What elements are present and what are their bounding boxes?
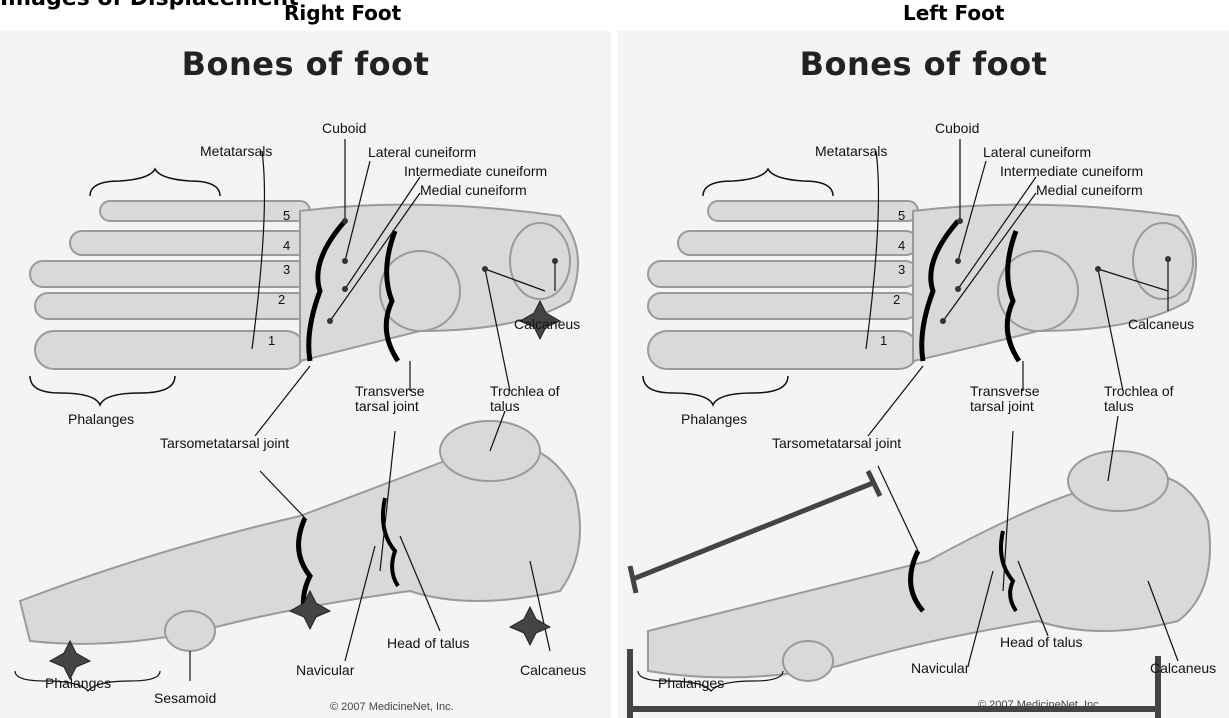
right-foot-illustration xyxy=(0,31,611,718)
label-metatarsals: Metatarsals xyxy=(815,144,887,159)
left-foot-panel: Bones of foot xyxy=(618,31,1229,718)
label-medial-cuneiform: Medial cuneiform xyxy=(420,183,527,198)
metatarsal-number: 1 xyxy=(880,333,887,348)
label-head-of-talus: Head of talus xyxy=(387,636,470,651)
label-metatarsals: Metatarsals xyxy=(200,144,272,159)
label-head-of-talus: Head of talus xyxy=(1000,635,1083,650)
metatarsal-number: 2 xyxy=(278,292,285,307)
right-foot-heading: Right Foot xyxy=(284,1,401,25)
metatarsal-number: 4 xyxy=(898,238,905,253)
label-phalanges-bottom: Phalanges xyxy=(658,676,724,691)
right-foot-panel: Bones of foot xyxy=(0,31,611,718)
label-tarsometatarsal: Tarsometatarsal joint xyxy=(772,436,901,451)
label-cuboid: Cuboid xyxy=(322,121,366,136)
label-phalanges-top: Phalanges xyxy=(681,412,747,427)
label-calcaneus-top: Calcaneus xyxy=(514,317,580,332)
label-navicular: Navicular xyxy=(911,661,969,676)
metatarsal-number: 1 xyxy=(268,333,275,348)
label-phalanges-bottom: Phalanges xyxy=(45,676,111,691)
metatarsal-number: 4 xyxy=(283,238,290,253)
label-calcaneus-bottom: Calcaneus xyxy=(1150,661,1216,676)
metatarsal-number: 3 xyxy=(283,262,290,277)
label-cuboid: Cuboid xyxy=(935,121,979,136)
label-calcaneus-bottom: Calcaneus xyxy=(520,663,586,678)
label-intermediate-cuneiform: Intermediate cuneiform xyxy=(404,164,547,179)
label-calcaneus-top: Calcaneus xyxy=(1128,317,1194,332)
measurement-bar-icon xyxy=(630,471,880,593)
label-trochlea: Trochlea of talus xyxy=(490,384,560,414)
label-trochlea: Trochlea of talus xyxy=(1104,384,1174,414)
label-transverse-joint: Transverse tarsal joint xyxy=(970,384,1040,414)
label-lateral-cuneiform: Lateral cuneiform xyxy=(368,145,476,160)
left-foot-heading: Left Foot xyxy=(903,1,1004,25)
label-sesamoid: Sesamoid xyxy=(154,691,216,706)
copyright: © 2007 MedicineNet, Inc. xyxy=(978,699,1102,711)
left-foot-illustration xyxy=(618,31,1229,718)
label-phalanges-top: Phalanges xyxy=(68,412,134,427)
label-intermediate-cuneiform: Intermediate cuneiform xyxy=(1000,164,1143,179)
metatarsal-number: 3 xyxy=(898,262,905,277)
metatarsal-number: 2 xyxy=(893,292,900,307)
label-medial-cuneiform: Medial cuneiform xyxy=(1036,183,1143,198)
metatarsal-number: 5 xyxy=(283,208,290,223)
label-tarsometatarsal: Tarsometatarsal joint xyxy=(160,436,289,451)
metatarsal-number: 5 xyxy=(898,208,905,223)
copyright: © 2007 MedicineNet, Inc. xyxy=(330,701,454,713)
label-lateral-cuneiform: Lateral cuneiform xyxy=(983,145,1091,160)
label-transverse-joint: Transverse tarsal joint xyxy=(355,384,425,414)
label-navicular: Navicular xyxy=(296,663,354,678)
